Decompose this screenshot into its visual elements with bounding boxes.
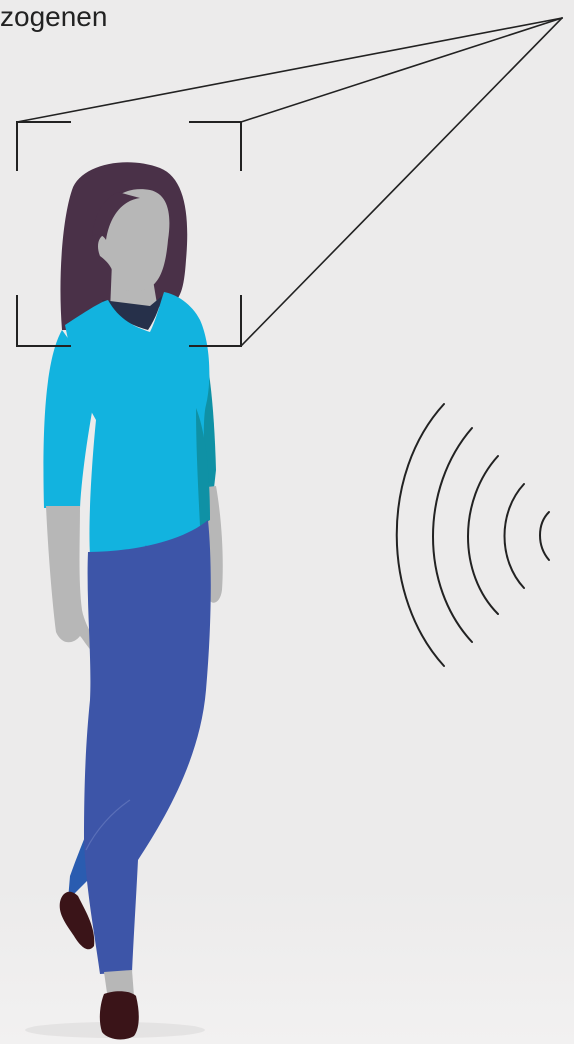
wireless-signal-waves bbox=[397, 404, 549, 666]
signal-arc-5 bbox=[397, 404, 444, 666]
signal-arc-3 bbox=[468, 456, 498, 614]
front-shoe bbox=[100, 991, 139, 1039]
walking-woman bbox=[43, 162, 222, 1039]
jeans bbox=[84, 520, 211, 974]
frame-corner-top-left bbox=[17, 122, 70, 170]
projection-line-3 bbox=[241, 18, 562, 346]
back-shoe bbox=[60, 892, 95, 950]
signal-arc-1 bbox=[540, 512, 549, 560]
signal-arc-4 bbox=[433, 428, 472, 642]
signal-arc-2 bbox=[505, 484, 525, 588]
frame-corner-top-right bbox=[190, 122, 241, 170]
